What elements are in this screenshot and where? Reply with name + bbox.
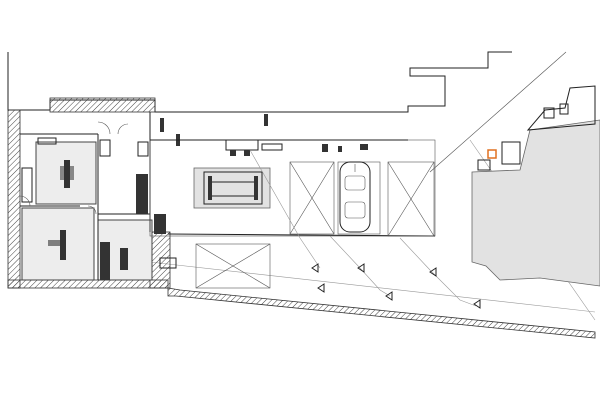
tree-marker xyxy=(311,263,319,273)
parking-bay-1 xyxy=(289,161,335,235)
parking-bay-3 xyxy=(387,161,435,237)
tree-marker xyxy=(473,299,481,309)
tree-marker xyxy=(429,267,437,277)
fixtures xyxy=(21,114,268,280)
path-markers xyxy=(249,149,481,309)
building-walls xyxy=(7,97,171,289)
tree-marker xyxy=(385,291,393,301)
cabinet-middle xyxy=(136,174,148,214)
tree-marker xyxy=(317,283,325,293)
south-boundary-wall xyxy=(167,287,596,339)
rooms xyxy=(20,112,153,281)
neighbor-building xyxy=(471,85,600,287)
cabinet-tall xyxy=(100,242,110,280)
parking-bay-2 xyxy=(337,161,381,235)
courtyard xyxy=(149,139,436,237)
car xyxy=(339,161,371,233)
parking-bays xyxy=(195,161,435,289)
car-lift-platform xyxy=(193,167,271,209)
door-swings xyxy=(19,121,129,215)
parking-bay-4 xyxy=(195,243,271,289)
table-lower-left xyxy=(60,230,66,260)
tree-marker xyxy=(357,263,365,273)
table-lower-middle xyxy=(120,248,128,270)
